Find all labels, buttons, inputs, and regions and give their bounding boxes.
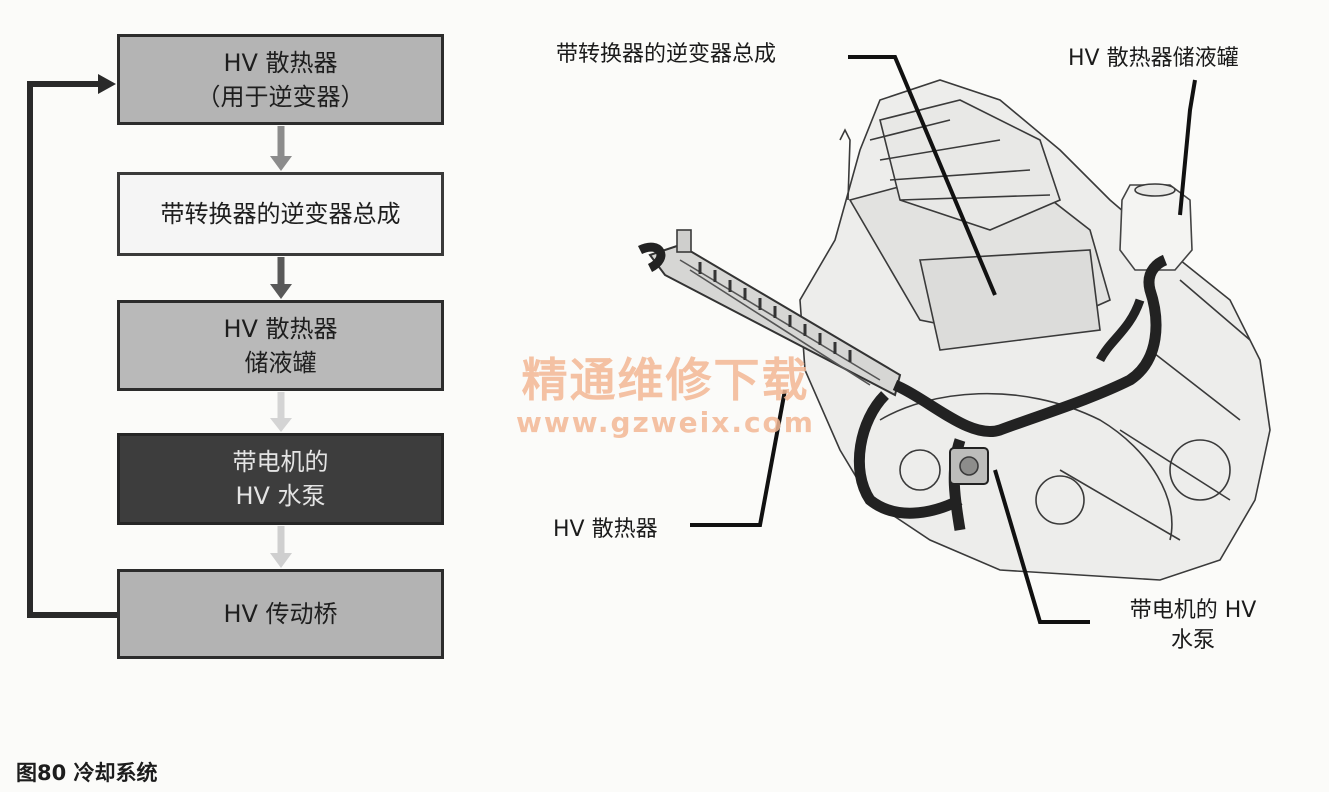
label-hv-water-pump: 带电机的 HV 水泵 (1108, 596, 1278, 656)
callout-lines (690, 55, 1197, 624)
watermark-url: www.gzweix.com (516, 406, 815, 439)
flow-box-text: HV 传动桥 (223, 600, 338, 628)
watermark: 精通维修下载 www.gzweix.com (488, 354, 843, 440)
arrow-down-icon (270, 526, 292, 568)
label-inverter-assembly: 带转换器的逆变器总成 (556, 42, 777, 67)
flow-box-text: （用于逆变器） (196, 82, 365, 111)
label-pump-line2: 水泵 (1170, 628, 1215, 653)
flow-box-text: 带电机的 (232, 448, 329, 476)
arrow-down-icon (270, 126, 292, 171)
figure-caption: 图80 冷却系统 (16, 761, 158, 785)
arrow-down-icon (270, 392, 292, 432)
label-hv-radiator: HV 散热器 (553, 517, 658, 542)
flow-box-transaxle: HV 传动桥 (117, 569, 444, 659)
flow-box-text: HV 散热器 (223, 48, 338, 77)
watermark-title: 精通维修下载 (521, 353, 810, 407)
flow-box-text: HV 散热器 (223, 314, 338, 343)
flow-box-reservoir: HV 散热器 储液罐 (117, 300, 444, 391)
label-radiator-reservoir: HV 散热器储液罐 (1068, 46, 1239, 71)
flow-box-water-pump: 带电机的 HV 水泵 (117, 433, 444, 525)
return-arrow-icon (27, 74, 117, 618)
flow-box-text: 带转换器的逆变器总成 (160, 200, 401, 228)
engine-illustration (637, 79, 1271, 581)
flow-box-hv-radiator: HV 散热器 （用于逆变器） (117, 34, 444, 125)
arrow-down-icon (270, 257, 292, 299)
flow-box-text: 储液罐 (244, 348, 317, 377)
label-pump-line1: 带电机的 HV (1129, 598, 1257, 623)
flow-box-text: HV 水泵 (235, 482, 326, 510)
flow-box-inverter: 带转换器的逆变器总成 (117, 172, 444, 256)
